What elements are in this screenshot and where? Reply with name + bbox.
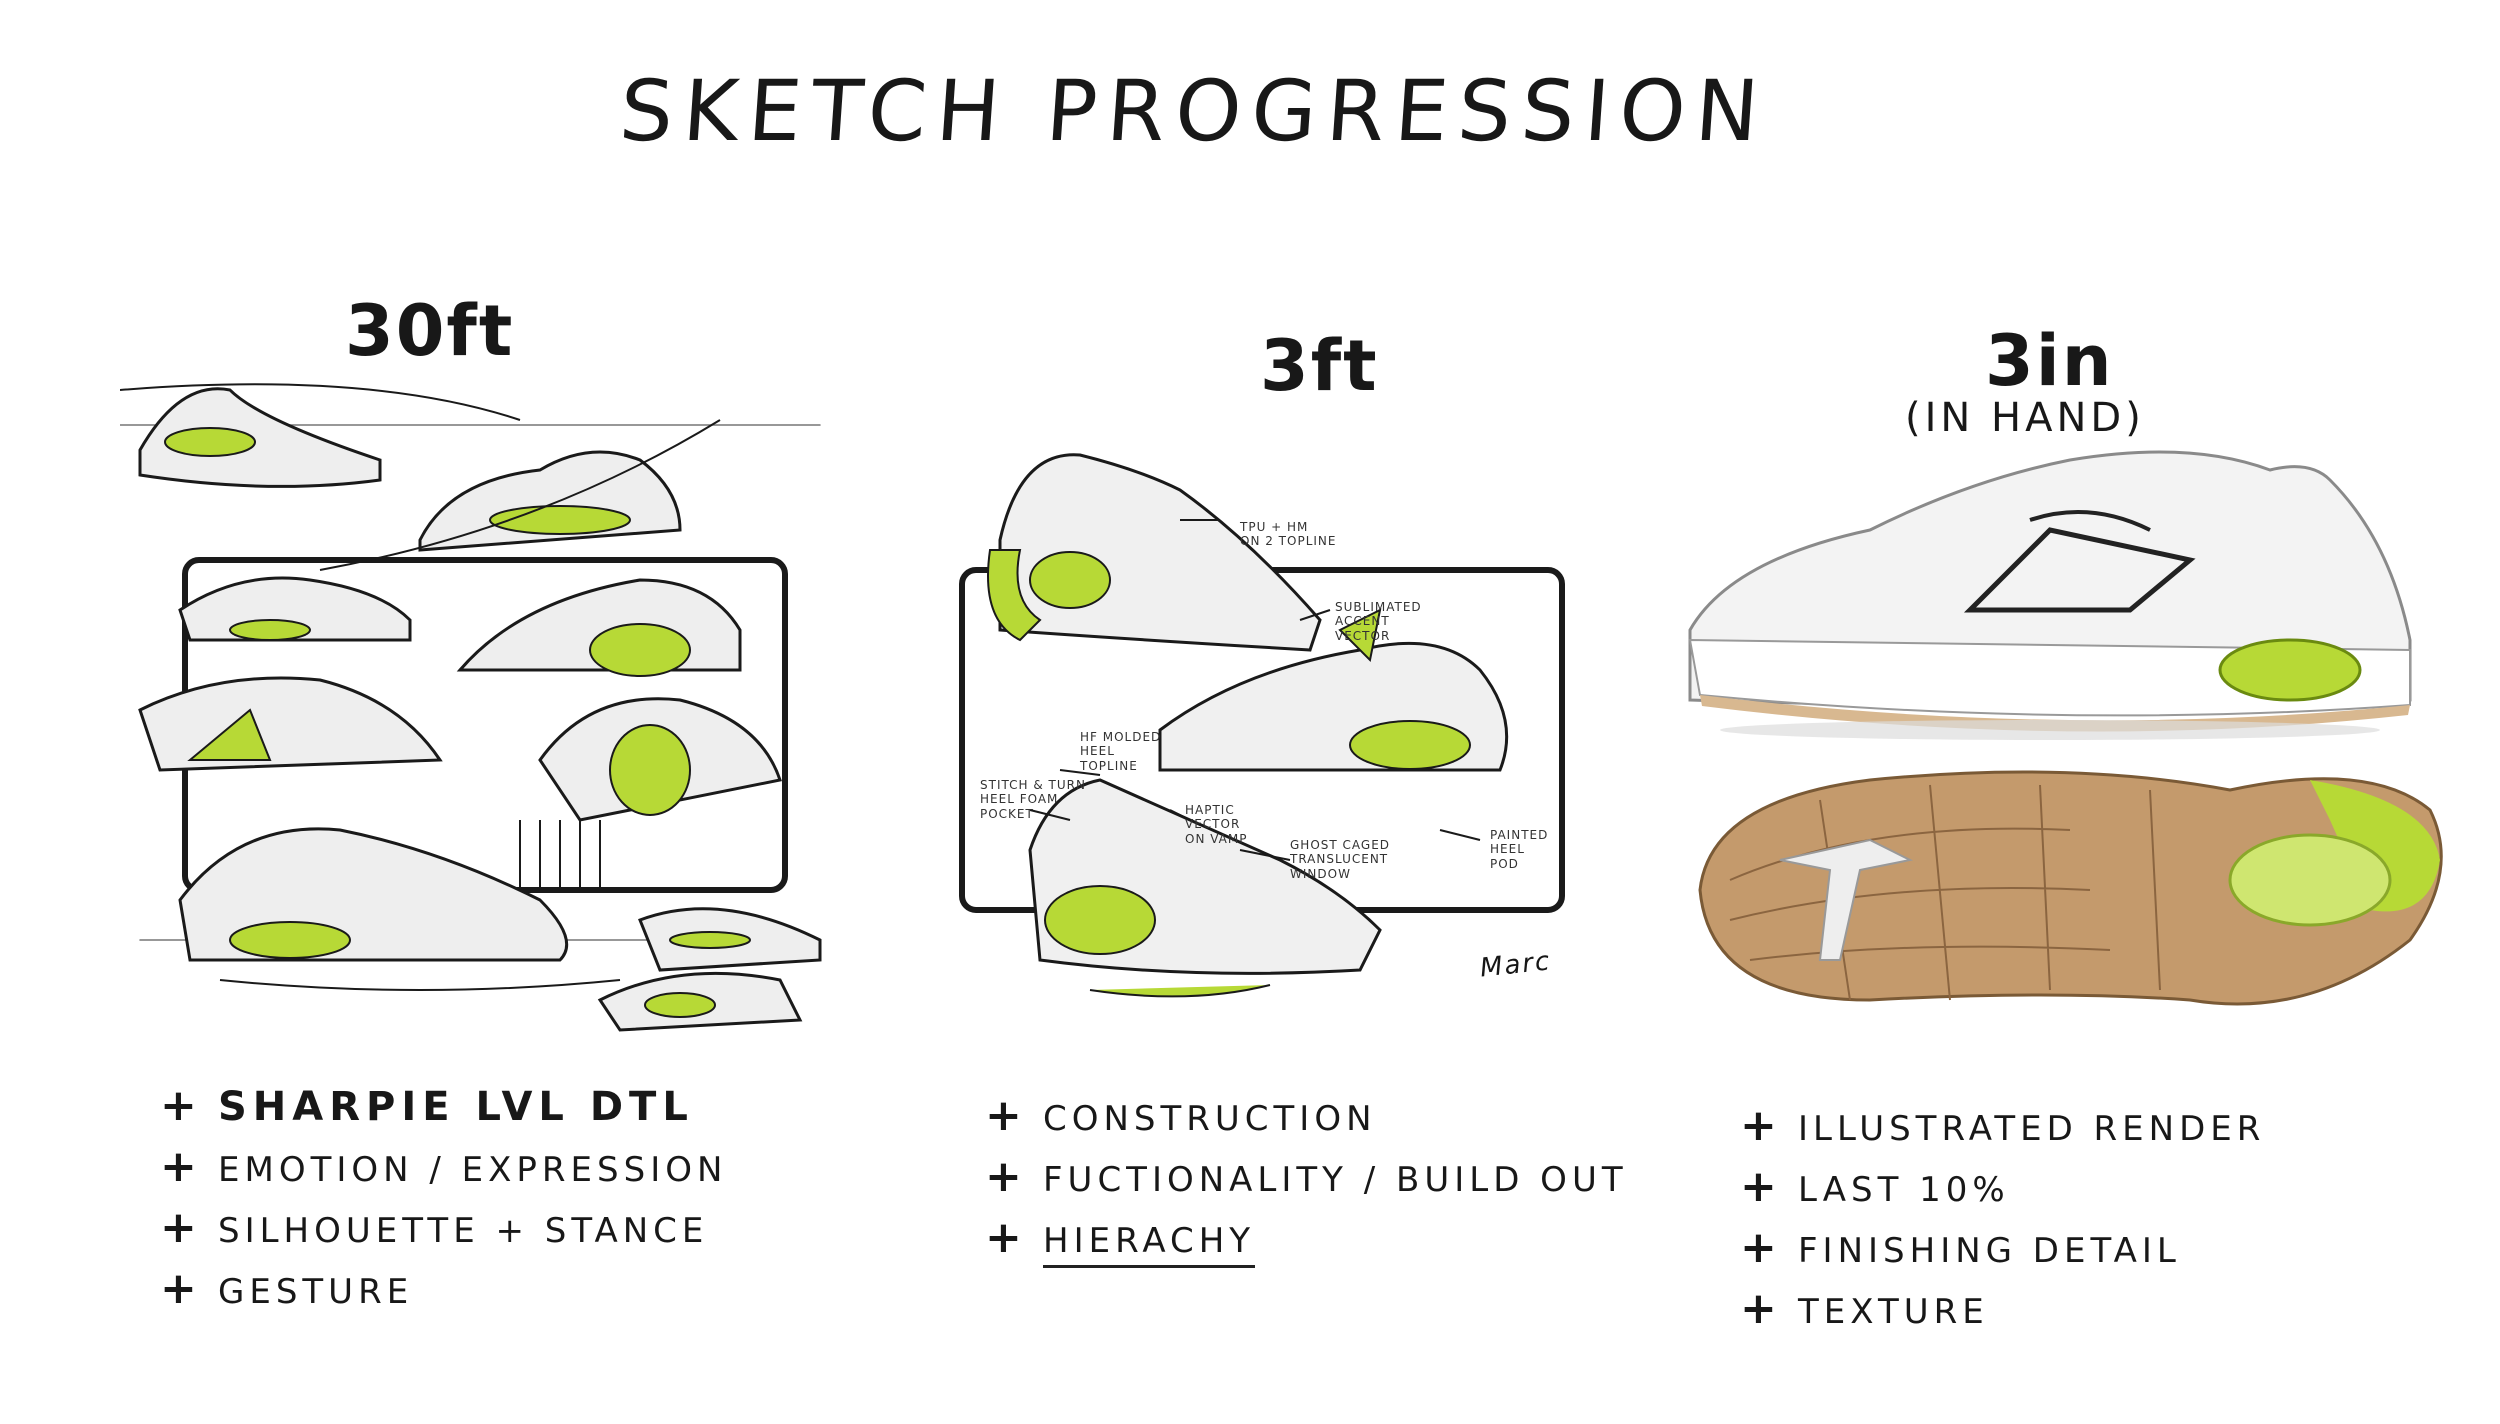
note-item: + LAST 10% (1740, 1161, 2265, 1212)
note-text: TEXTURE (1798, 1292, 1989, 1332)
plus-icon: + (1740, 1100, 1782, 1151)
column-heading-3ft: 3ft (1260, 325, 1379, 407)
plus-icon: + (160, 1263, 202, 1314)
note-item: + CONSTRUCTION (985, 1090, 1628, 1141)
notes-30ft: + SHARPIE LVL DTL + EMOTION / EXPRESSION +… (160, 1080, 727, 1324)
note-item: + TEXTURE (1740, 1283, 2265, 1334)
plus-icon: + (1740, 1161, 1782, 1212)
plus-icon: + (1740, 1222, 1782, 1273)
plus-icon: + (985, 1212, 1027, 1263)
column-heading-30ft: 30ft (345, 290, 515, 372)
note-item: + EMOTION / EXPRESSION (160, 1141, 727, 1192)
annotation-label: HF MOLDED HEEL TOPLINE (1080, 730, 1162, 773)
sketch-3ft (959, 453, 1565, 998)
plus-icon: + (985, 1090, 1027, 1141)
plus-icon: + (160, 1141, 202, 1192)
note-text: HIERACHY (1043, 1221, 1256, 1268)
note-text: CONSTRUCTION (1043, 1099, 1377, 1139)
note-item: + HIERACHY (985, 1212, 1628, 1268)
plus-icon: + (985, 1151, 1027, 1202)
annotation-label: GHOST CAGED TRANSLUCENT WINDOW (1290, 838, 1391, 881)
note-item: + SHARPIE LVL DTL (160, 1080, 727, 1131)
note-item: + GESTURE (160, 1263, 727, 1314)
annotation-label: TPU + HM ON 2 TOPLINE (1240, 520, 1337, 549)
note-item: + SILHOUETTE + STANCE (160, 1202, 727, 1253)
column-subheading-3in: (IN HAND) (1905, 395, 2145, 441)
note-text: FUCTIONALITY / BUILD OUT (1043, 1160, 1628, 1200)
note-text: SILHOUETTE + STANCE (218, 1211, 709, 1251)
plus-icon: + (160, 1202, 202, 1253)
annotation-label: PAINTED HEEL POD (1490, 828, 1549, 871)
plus-icon: + (1740, 1283, 1782, 1334)
plus-icon: + (160, 1080, 203, 1131)
note-text: SHARPIE LVL DTL (218, 1084, 694, 1130)
notes-3ft: +CONSTRUCTION +FUCTIONALITY / BUILD OUT … (985, 1090, 1628, 1278)
render-3in (1688, 450, 2443, 1006)
note-item: + ILLUSTRATED RENDER (1740, 1100, 2265, 1151)
note-text: GESTURE (218, 1272, 414, 1312)
annotation-label: SUBLIMATED ACCENT VECTOR (1335, 600, 1422, 643)
notes-3in: + ILLUSTRATED RENDER + LAST 10% + FINISHING… (1740, 1100, 2265, 1344)
sketch-30ft (120, 383, 822, 1032)
annotation-label: STITCH & TURN HEEL FOAM POCKET (980, 778, 1086, 821)
note-item: + FINISHING DETAIL (1740, 1222, 2265, 1273)
note-text: ILLUSTRATED RENDER (1798, 1109, 2266, 1149)
note-text: FINISHING DETAIL (1798, 1231, 2181, 1271)
column-heading-3in: 3in (1985, 320, 2114, 402)
annotation-label: HAPTIC VECTOR ON VAMP (1185, 803, 1248, 846)
note-text: EMOTION / EXPRESSION (218, 1150, 728, 1190)
page-title: SKETCH PROGRESSION (616, 62, 1772, 160)
note-item: + FUCTIONALITY / BUILD OUT (985, 1151, 1628, 1202)
note-text: LAST 10% (1798, 1170, 2010, 1210)
